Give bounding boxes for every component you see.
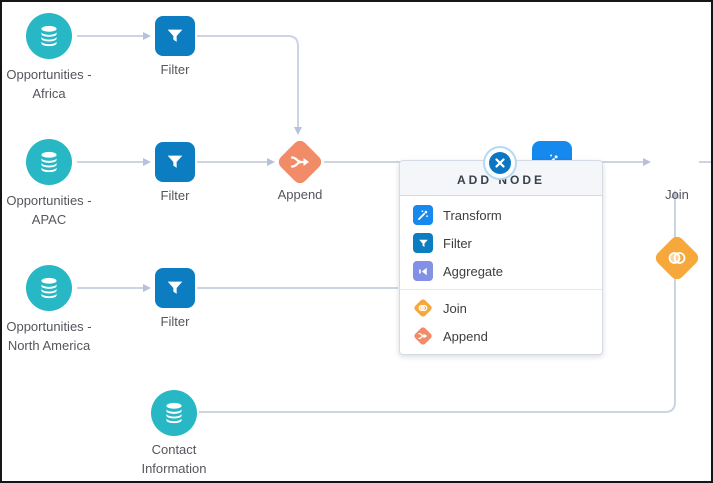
database-icon: [166, 402, 182, 424]
node-append-1[interactable]: [275, 137, 325, 187]
node-label: Filter: [160, 314, 190, 329]
menu-item-label: Transform: [443, 207, 502, 223]
edge-contact-join: [199, 197, 676, 413]
popup-menu: Transform Filter: [400, 196, 602, 350]
append-icon: [290, 156, 309, 168]
node-dataset-apac[interactable]: [26, 139, 72, 185]
menu-item-transform[interactable]: Transform: [400, 201, 602, 229]
menu-item-append[interactable]: Append: [400, 322, 602, 350]
append-icon: [413, 326, 433, 346]
node-dataset-north-america[interactable]: [26, 265, 72, 311]
node-label: Contact Information: [141, 442, 207, 476]
filter-icon: [167, 29, 183, 42]
aggregate-icon: [413, 261, 433, 281]
magic-wand-icon: [413, 205, 433, 225]
filter-icon: [413, 233, 433, 253]
node-label: Opportunities - APAC: [6, 193, 92, 227]
filter-icon: [167, 155, 183, 168]
node-label: Append: [277, 187, 323, 202]
node-label: Opportunities - Africa: [6, 67, 92, 101]
filter-icon: [167, 281, 183, 294]
node-filter-2[interactable]: [155, 142, 195, 182]
node-join-1[interactable]: [652, 233, 702, 283]
menu-item-filter[interactable]: Filter: [400, 229, 602, 257]
menu-item-aggregate[interactable]: Aggregate: [400, 257, 602, 285]
close-icon: [495, 158, 505, 168]
menu-item-label: Join: [443, 300, 467, 316]
node-label: Opportunities - North America: [6, 319, 92, 353]
node-filter-1[interactable]: [155, 16, 195, 56]
menu-item-label: Append: [443, 328, 488, 344]
join-icon: [668, 252, 686, 264]
join-icon: [413, 298, 433, 318]
node-label: Filter: [160, 62, 190, 77]
node-dataset-africa[interactable]: [26, 13, 72, 59]
database-icon: [41, 25, 57, 47]
database-icon: [41, 151, 57, 173]
close-popup-button[interactable]: [489, 152, 511, 174]
edge-filter1-append: [197, 35, 299, 127]
menu-item-label: Filter: [443, 235, 472, 251]
menu-divider: [400, 289, 602, 290]
database-icon: [41, 277, 57, 299]
node-label: Filter: [160, 188, 190, 203]
add-node-popup: ADD NODE Transform: [399, 160, 603, 355]
node-filter-3[interactable]: [155, 268, 195, 308]
node-label: Join: [665, 187, 689, 202]
menu-item-label: Aggregate: [443, 263, 503, 279]
menu-item-join[interactable]: Join: [400, 294, 602, 322]
node-dataset-contact[interactable]: [151, 390, 197, 436]
